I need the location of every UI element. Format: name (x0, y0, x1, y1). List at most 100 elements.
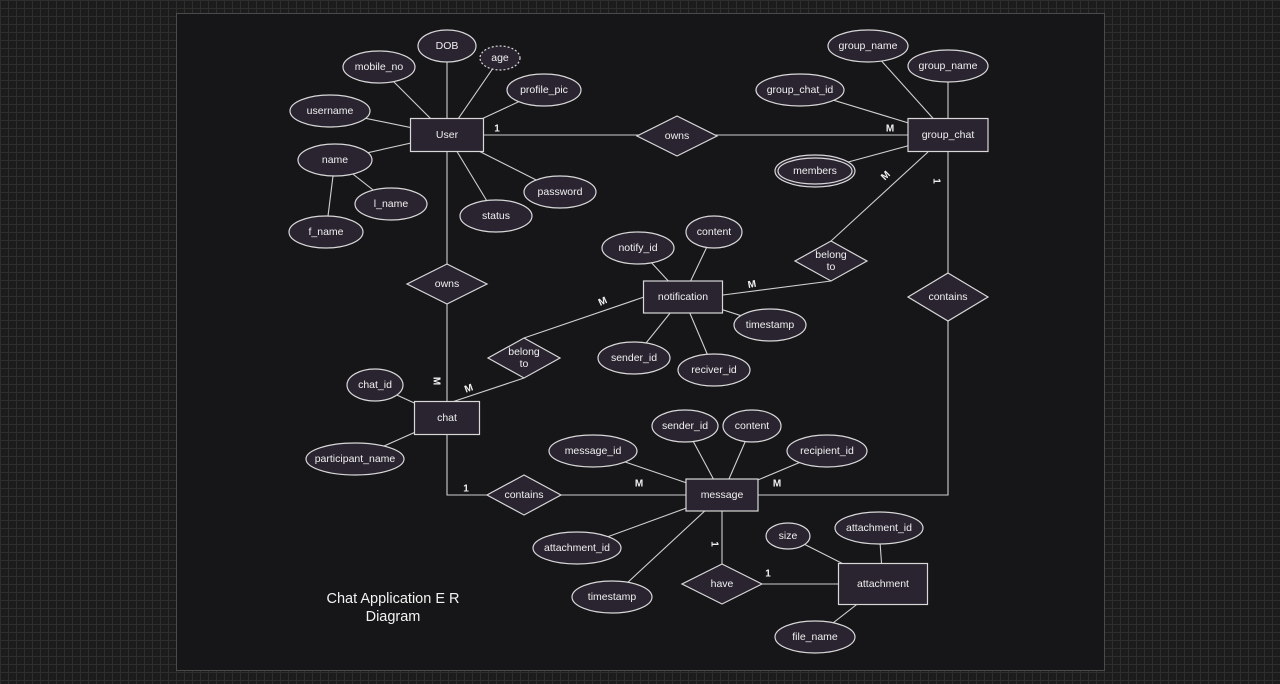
relationship-contains-chat[interactable]: contains (485, 474, 563, 516)
attribute-msg-sender-id[interactable]: sender_id (651, 409, 719, 443)
attribute-label: group_name (839, 40, 898, 52)
attribute-label: size (779, 530, 798, 542)
attribute-notify-id[interactable]: notify_id (601, 231, 675, 265)
attribute-ellipse (346, 368, 404, 402)
cardinality-label: M (747, 279, 757, 291)
attribute-label: timestamp (746, 319, 795, 331)
attribute-ellipse (459, 199, 533, 233)
relationship-label: belong (508, 346, 540, 358)
attribute-ellipse (755, 73, 845, 107)
cardinality-label: M (773, 479, 781, 490)
attribute-recipient-id[interactable]: recipient_id (786, 434, 868, 468)
attribute-ellipse (597, 341, 671, 375)
attribute-password[interactable]: password (523, 175, 597, 209)
attribute-label: mobile_no (355, 61, 404, 73)
attribute-ellipse (305, 442, 405, 476)
entity-message[interactable]: message (685, 478, 759, 512)
cardinality-label: 1 (709, 541, 720, 547)
attribute-msg-timestamp[interactable]: timestamp (571, 580, 653, 614)
attribute-label: username (307, 105, 354, 117)
relationship-have[interactable]: have (680, 563, 764, 605)
relationship-line (830, 151, 929, 242)
diagram-title-line1: Chat Application E R (326, 591, 460, 607)
attribute-group-chat-id[interactable]: group_chat_id (755, 73, 845, 107)
attribute-f-name[interactable]: f_name (288, 215, 364, 249)
attribute-ellipse (651, 409, 719, 443)
attribute-ellipse (523, 175, 597, 209)
attribute-msg-attachment-id[interactable]: attachment_id (532, 531, 622, 565)
attribute-chat-id[interactable]: chat_id (346, 368, 404, 402)
relationship-label: to (520, 358, 529, 370)
attribute-profile-pic[interactable]: profile_pic (506, 73, 582, 107)
relationship-owns-chat[interactable]: owns (405, 263, 489, 305)
attribute-label: name (322, 154, 348, 166)
attribute-file-name[interactable]: file_name (774, 620, 856, 654)
attribute-attachment-id[interactable]: attachment_id (834, 511, 924, 545)
entity-label: chat (437, 412, 457, 424)
attribute-notif-sender-id[interactable]: sender_id (597, 341, 671, 375)
attribute-label: recipient_id (800, 445, 854, 457)
attribute-label: age (491, 52, 509, 64)
attribute-l-name[interactable]: l_name (354, 187, 428, 221)
attribute-label: DOB (436, 40, 459, 52)
attribute-ellipse (907, 49, 989, 83)
entity-notification[interactable]: notification (642, 280, 724, 314)
diamond-shape (486, 337, 562, 379)
cardinality-label: 1 (494, 124, 500, 135)
attribute-size[interactable]: size (765, 522, 811, 550)
entity-attachment[interactable]: attachment (837, 562, 929, 606)
cardinality-label: 1 (765, 569, 771, 580)
attribute-label: content (735, 420, 770, 432)
cardinality-label: M (886, 124, 894, 135)
attribute-reciver-id[interactable]: reciver_id (677, 353, 751, 387)
attribute-message-id[interactable]: message_id (548, 434, 638, 468)
attribute-ellipse (733, 308, 807, 342)
relationship-line (446, 435, 686, 496)
attribute-ellipse (342, 50, 416, 84)
attribute-ellipse (288, 215, 364, 249)
relationship-line (523, 296, 645, 339)
attribute-participant-name[interactable]: participant_name (305, 442, 405, 476)
attribute-ellipse (417, 29, 477, 63)
attribute-status[interactable]: status (459, 199, 533, 233)
relationship-label: to (827, 261, 836, 273)
attribute-username[interactable]: username (289, 94, 371, 128)
attribute-dob[interactable]: DOB (417, 29, 477, 63)
attribute-label: message_id (565, 445, 622, 457)
relationship-label: owns (435, 278, 460, 290)
attribute-ellipse (827, 29, 909, 63)
attribute-notif-content[interactable]: content (685, 215, 743, 249)
attribute-group-name-1[interactable]: group_name (827, 29, 909, 63)
attribute-label: group_chat_id (767, 84, 834, 96)
entity-chat[interactable]: chat (413, 400, 481, 436)
attribute-label: sender_id (611, 352, 657, 364)
attribute-ellipse (786, 434, 868, 468)
attribute-ellipse (601, 231, 675, 265)
diamond-shape (635, 115, 719, 157)
attribute-ellipse (548, 434, 638, 468)
entity-box (413, 400, 481, 436)
attribute-age[interactable]: age (479, 45, 521, 71)
attribute-label: participant_name (315, 453, 396, 465)
cardinality-label: M (879, 169, 893, 183)
cardinality-label: M (463, 382, 475, 395)
attribute-notif-timestamp[interactable]: timestamp (733, 308, 807, 342)
attribute-name[interactable]: name (297, 143, 373, 177)
diamond-shape (405, 263, 489, 305)
attribute-msg-content[interactable]: content (722, 409, 782, 443)
relationship-contains-group[interactable]: contains (906, 272, 990, 322)
attribute-mobile-no[interactable]: mobile_no (342, 50, 416, 84)
attribute-label: status (482, 210, 510, 222)
attribute-members[interactable]: members (774, 154, 856, 188)
attribute-group-name-2[interactable]: group_name (907, 49, 989, 83)
relationship-owns-group[interactable]: owns (635, 115, 719, 157)
entity-user[interactable]: User (409, 117, 485, 153)
entity-label: notification (658, 291, 708, 303)
attribute-ellipse (354, 187, 428, 221)
attribute-ellipse (834, 511, 924, 545)
attribute-label: notify_id (618, 242, 657, 254)
entity-group-chat[interactable]: group_chat (907, 117, 989, 153)
